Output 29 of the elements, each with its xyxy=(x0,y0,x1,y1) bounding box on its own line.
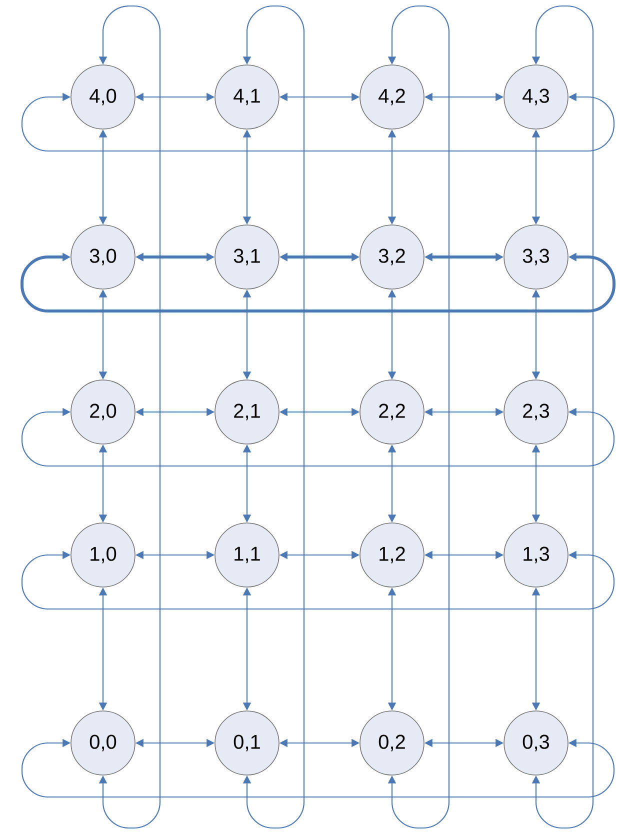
arrow xyxy=(242,5,305,829)
grid-node: 2,2 xyxy=(360,380,424,444)
grid-node: 4,3 xyxy=(504,64,568,130)
grid-node: 0,3 xyxy=(504,710,568,776)
arrow xyxy=(21,408,615,467)
grid-node: 3,1 xyxy=(214,224,280,290)
grid-node: 0,1 xyxy=(214,710,280,776)
grid-node: 1,3 xyxy=(504,522,568,588)
grid-node: 3,3 xyxy=(504,224,568,290)
grid-node: 1,0 xyxy=(70,522,136,588)
grid-node: 0,0 xyxy=(70,710,136,776)
grid-node: 0,2 xyxy=(360,710,424,776)
grid-node: 1,2 xyxy=(360,522,424,588)
grid-node: 3,0 xyxy=(70,224,136,290)
grid-node: 1,1 xyxy=(214,522,280,588)
arrow xyxy=(21,550,615,610)
arrow xyxy=(388,5,450,829)
arrow xyxy=(20,252,616,312)
arrow xyxy=(21,92,615,152)
grid-node: 2,0 xyxy=(70,380,136,444)
grid-node: 2,1 xyxy=(214,380,280,444)
grid-node: 4,2 xyxy=(360,64,424,130)
grid-node: 4,1 xyxy=(214,64,280,130)
grid-node: 3,2 xyxy=(360,224,424,290)
arrow xyxy=(21,738,615,798)
grid-node: 4,0 xyxy=(70,64,136,130)
grid-node: 2,3 xyxy=(504,380,568,444)
arrow xyxy=(532,5,594,829)
arrow xyxy=(98,5,161,829)
